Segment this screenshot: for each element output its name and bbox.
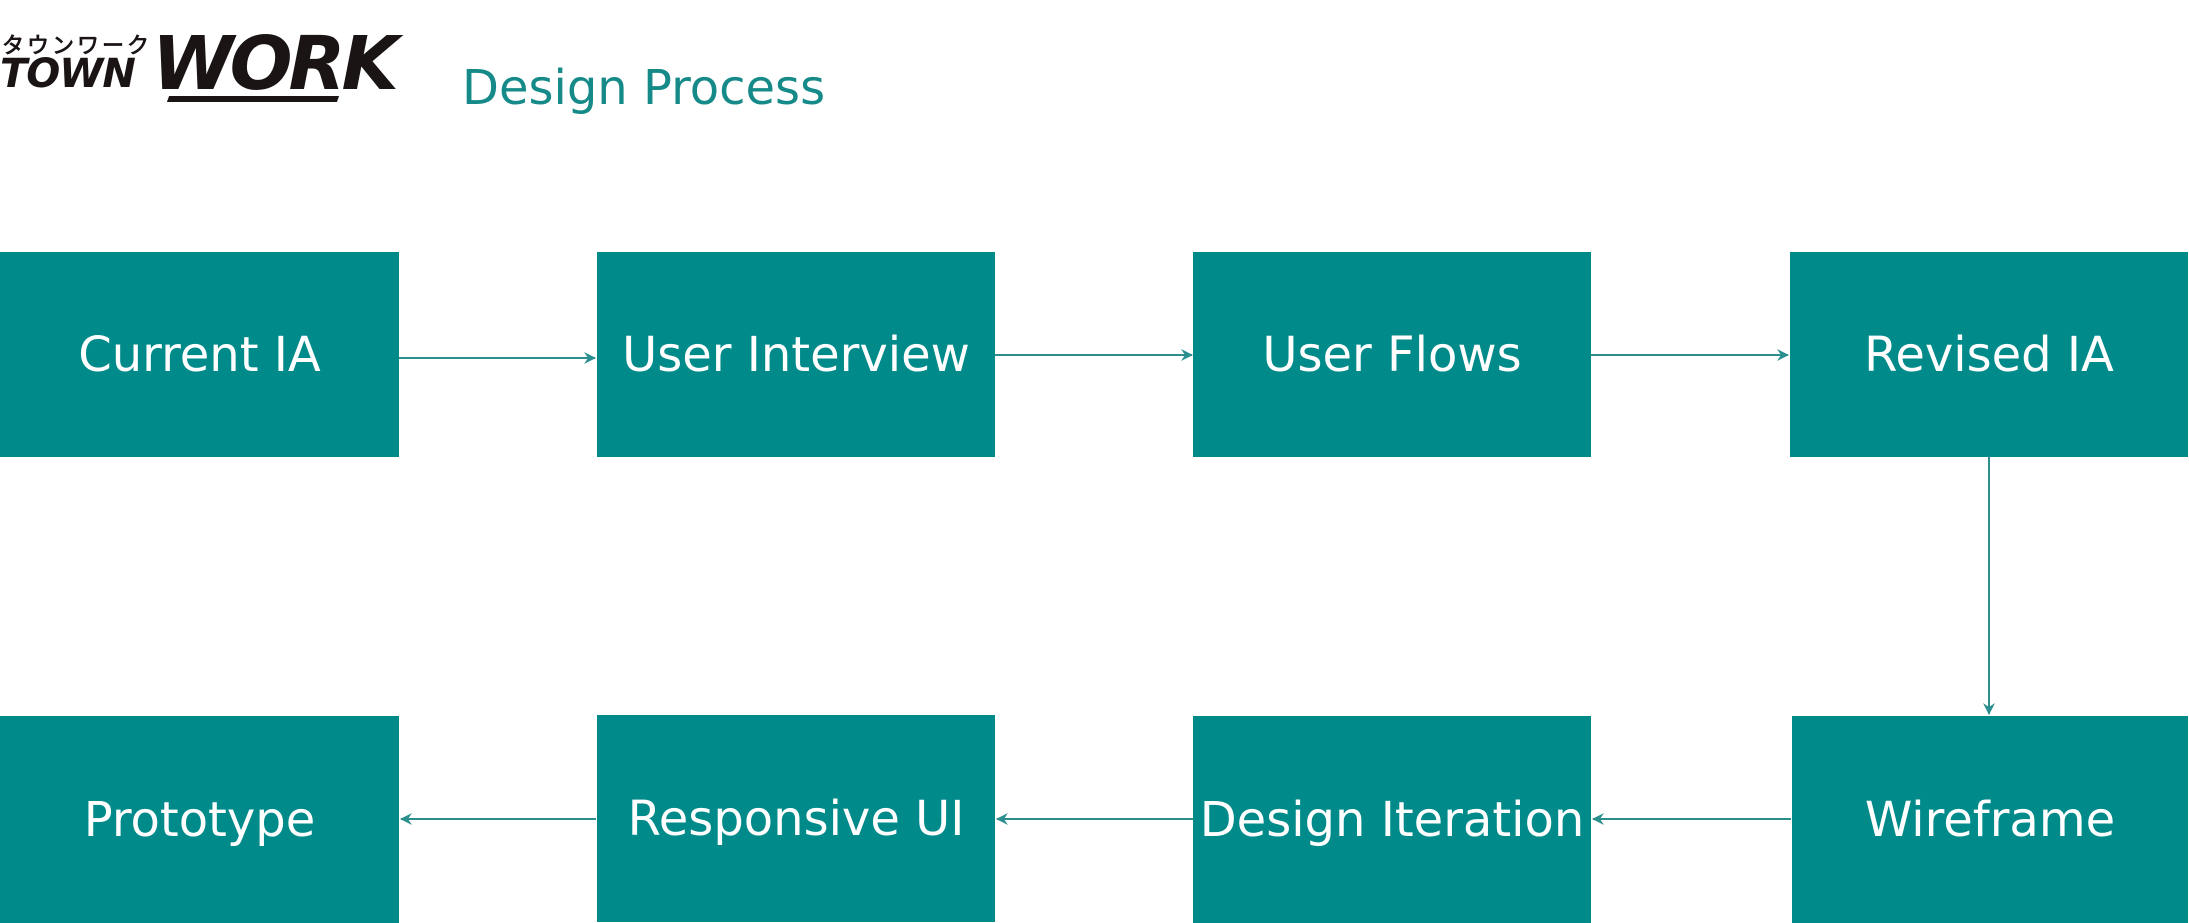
- step-current-ia: Current IA: [0, 252, 399, 457]
- step-label: User Flows: [1262, 326, 1522, 383]
- step-design-iteration: Design Iteration: [1193, 716, 1591, 923]
- step-user-flows: User Flows: [1193, 252, 1591, 457]
- step-user-interview: User Interview: [597, 252, 995, 457]
- step-label: Current IA: [78, 326, 321, 383]
- step-label: Responsive UI: [627, 790, 965, 847]
- logo-kana-text: タウンワーク: [2, 34, 153, 59]
- step-responsive-ui: Responsive UI: [597, 715, 995, 922]
- step-label: Wireframe: [1864, 791, 2116, 848]
- logo-work-text: WORK: [152, 21, 399, 107]
- logo-town-text: TOWN: [0, 51, 136, 97]
- step-wireframe: Wireframe: [1792, 716, 2188, 923]
- step-prototype: Prototype: [0, 716, 399, 923]
- townwork-logo: タウンワーク TOWN WORK: [0, 24, 416, 108]
- step-label: Prototype: [83, 791, 316, 848]
- step-label: Design Iteration: [1199, 791, 1585, 848]
- step-label: User Interview: [622, 326, 970, 383]
- step-revised-ia: Revised IA: [1790, 252, 2188, 457]
- step-label: Revised IA: [1864, 326, 2114, 383]
- page-title: Design Process: [462, 60, 826, 116]
